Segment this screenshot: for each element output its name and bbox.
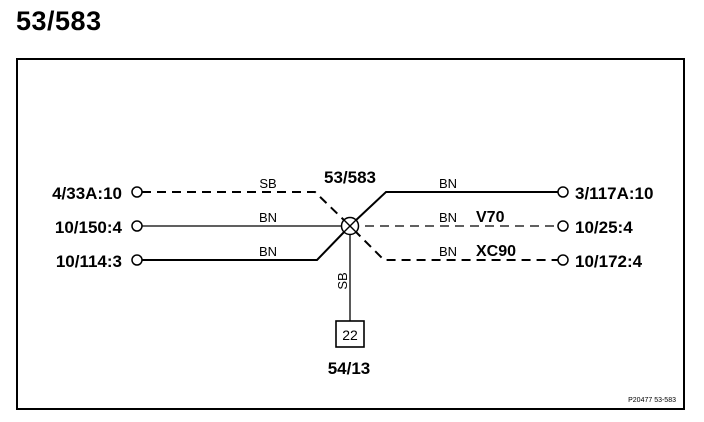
terminal-right-2-label: 10/25:4 [575,218,633,237]
terminal-right-1-label: 3/117A:10 [575,184,653,203]
wire-right-3 [353,229,558,261]
wire-left-1-color: SB [259,176,276,191]
wire-right-3-color: BN [439,244,457,259]
wire-right-2-color: BN [439,210,457,225]
wire-left-3-color: BN [259,244,277,259]
variant-v70-label: V70 [476,209,505,226]
terminal-right-3-label: 10/172:4 [575,252,643,271]
page-title: 53/583 [16,6,102,36]
ground-connector-number: 22 [342,327,358,343]
terminal-right-1 [557,186,569,198]
terminal-right-2 [557,220,569,232]
wire-left-2-color: BN [259,210,277,225]
splice-label: 53/583 [324,168,376,187]
ground-connector-box [335,320,365,348]
wire-right-1 [353,191,558,223]
wire-left-3 [142,229,347,261]
terminal-left-2-label: 10/150:4 [55,218,123,237]
ground-wire-color: SB [335,272,350,289]
terminal-left-3-label: 10/114:3 [56,252,122,271]
terminal-right-3 [557,254,569,266]
terminal-left-3 [131,254,143,266]
wire-right-1-color: BN [439,176,457,191]
figure-reference: P20477 53-583 [628,397,676,404]
terminal-left-1 [131,186,143,198]
ground-label: 54/13 [328,359,371,378]
diagram-frame [16,58,685,410]
splice-icon [340,216,360,236]
variant-xc90-label: XC90 [476,243,516,260]
terminal-left-1-label: 4/33A:10 [52,184,122,203]
terminal-left-2 [131,220,143,232]
wire-left-1 [142,191,347,223]
